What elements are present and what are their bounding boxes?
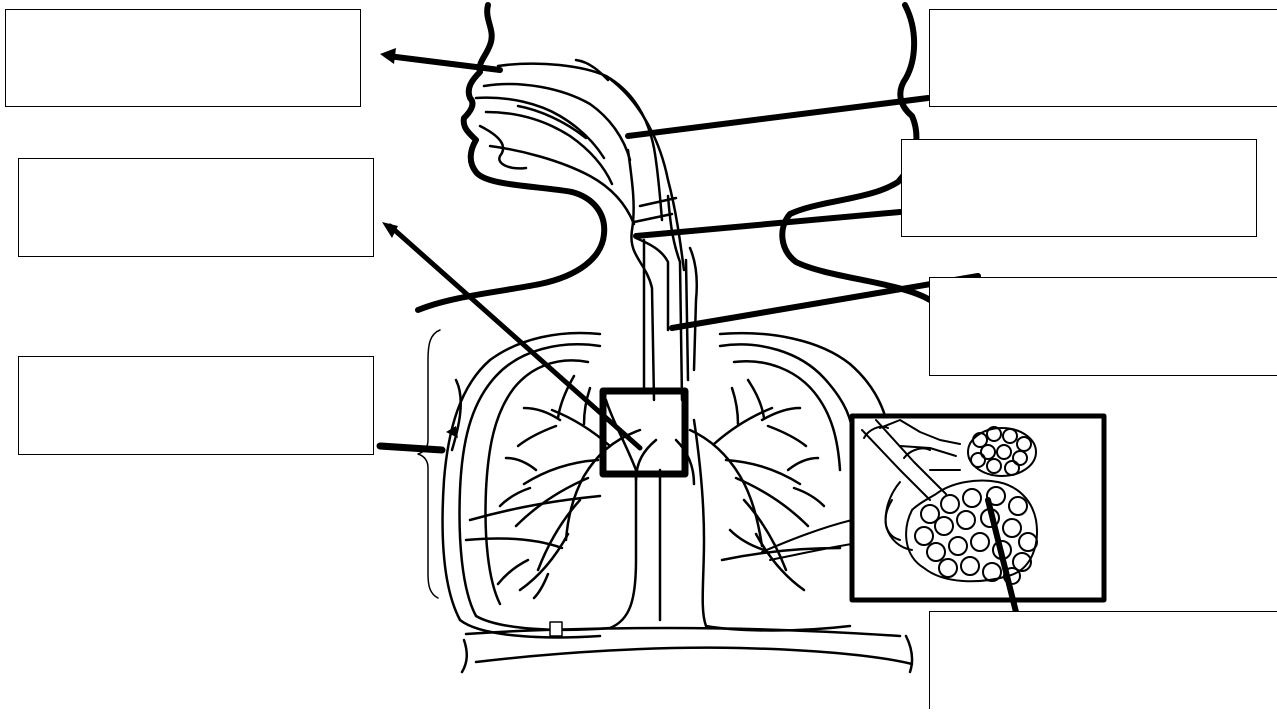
label-box-top-left[interactable] — [5, 9, 361, 107]
diaphragm-marker — [550, 622, 562, 636]
label-box-middle-right[interactable] — [929, 277, 1277, 376]
label-box-upper-right[interactable] — [901, 139, 1257, 237]
arrowhead-box-2 — [382, 222, 398, 238]
pointer-box-3 — [380, 446, 442, 450]
pointer-box-4 — [628, 98, 928, 136]
right-lung — [690, 344, 854, 630]
label-box-lower-left[interactable] — [18, 356, 374, 455]
arrowhead-box-1 — [380, 48, 396, 64]
nasal-cavity — [476, 60, 684, 270]
head-outline — [418, 5, 930, 310]
label-box-middle-left[interactable] — [18, 158, 374, 257]
bronchus-zoom-box — [603, 391, 685, 474]
label-box-top-right[interactable] — [929, 9, 1277, 107]
alveoli-inset — [852, 416, 1104, 600]
lung-bracket — [418, 330, 440, 598]
chest-outline — [443, 333, 913, 672]
left-lung — [460, 344, 640, 630]
label-box-bottom-right[interactable] — [929, 611, 1277, 709]
trachea — [628, 150, 697, 400]
